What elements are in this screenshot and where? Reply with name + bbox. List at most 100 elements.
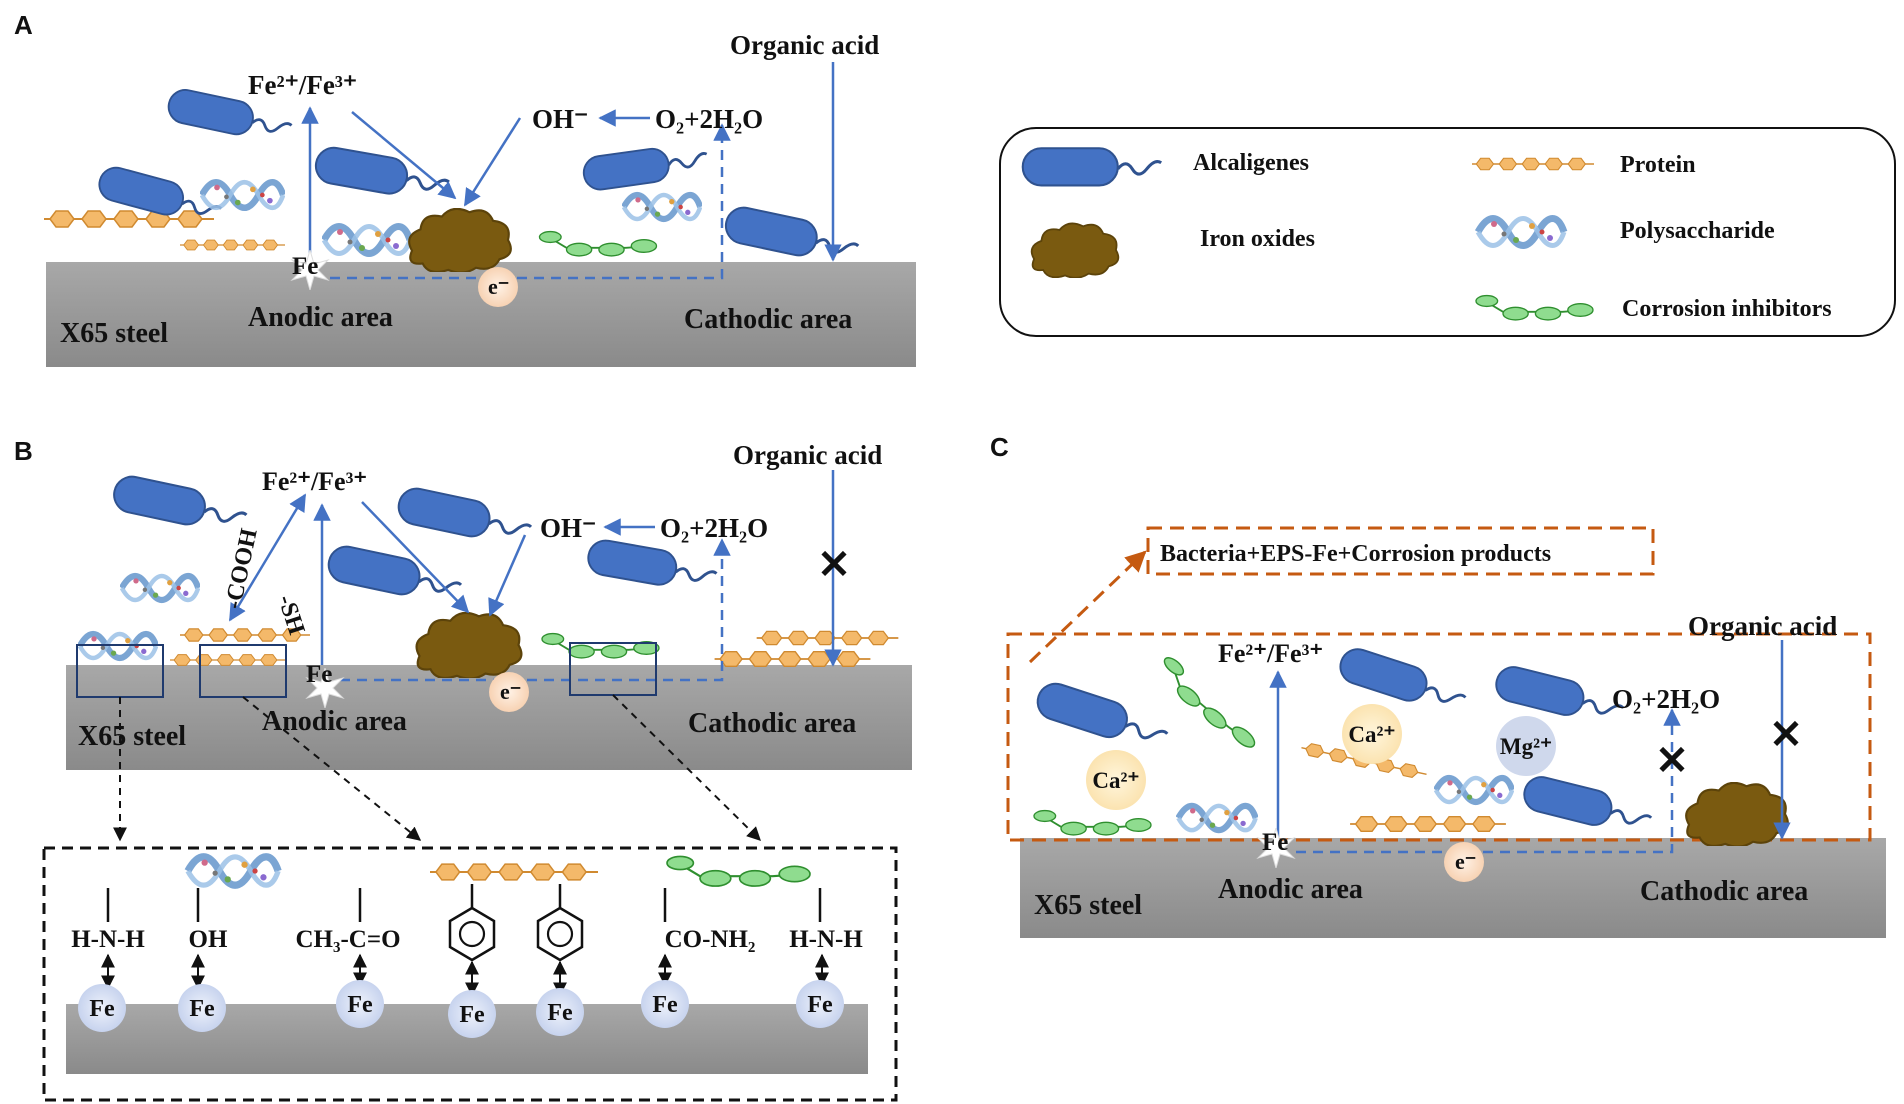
iron-oxide-c <box>1684 782 1790 846</box>
inhibitor-c1 <box>1151 653 1265 755</box>
o2-water-label-a: O₂+2H₂O <box>655 104 763 134</box>
block-mark-b: ✕ <box>817 542 851 587</box>
bacterium-b4 <box>584 536 721 596</box>
oh-label-a: OH⁻ <box>532 104 588 134</box>
polysaccharide-c1 <box>1178 806 1255 830</box>
bacterium-b1 <box>109 471 251 538</box>
detail-bonds <box>106 884 822 922</box>
biofilm-caption-box <box>1146 526 1655 576</box>
polysaccharide-a2 <box>324 227 410 254</box>
legend-protein-label: Protein <box>1620 152 1696 178</box>
o2-water-label-c: O₂+2H₂O <box>1612 684 1720 714</box>
iron-ions-label-c: Fe²⁺/Fe³⁺ <box>1218 639 1323 668</box>
polysaccharide-a1 <box>202 182 283 208</box>
electron-path-a <box>330 123 731 280</box>
calcium-label-c1: Ca²⁺ <box>1092 768 1139 793</box>
detail-fe-1: Fe <box>89 996 115 1022</box>
polysaccharide-b1 <box>122 576 198 600</box>
protein-b3 <box>713 650 872 668</box>
bacterium-c4 <box>1519 771 1656 840</box>
detail-fe-2: Fe <box>189 996 215 1022</box>
polysaccharide-c2 <box>1436 778 1512 802</box>
protein-b4 <box>755 630 900 646</box>
bacterium-a5 <box>721 202 863 269</box>
o2-water-label-b: O₂+2H₂O <box>660 513 768 543</box>
calcium-ion-c2 <box>1342 704 1402 764</box>
fe-label-a: Fe <box>292 253 318 280</box>
electron-label-b: e⁻ <box>500 679 521 704</box>
bacterium-a3 <box>311 143 453 206</box>
adsorption-detail: H-N-H OH CH₃-C=O CO-NH₂ H-N-H Fe Fe Fe F… <box>42 846 898 1102</box>
arrow-a-oh-oxide <box>463 117 522 207</box>
detail-fe-4: Fe <box>459 1002 485 1028</box>
anodic-label-b: Anodic area <box>262 706 407 737</box>
arrow-b-ions-oxide <box>361 501 470 614</box>
organic-acid-label-b: Organic acid <box>733 440 882 470</box>
detail-group-1: H-N-H <box>71 926 145 953</box>
fe-label-c: Fe <box>1262 829 1288 856</box>
electron-label-c: e⁻ <box>1455 849 1476 874</box>
electron-bubble-b <box>489 672 529 712</box>
cathodic-label-c: Cathodic area <box>1640 876 1808 907</box>
organic-acid-label-c: Organic acid <box>1688 611 1837 641</box>
cooh-label: -COOH <box>220 526 262 611</box>
panel-c-label: C <box>990 432 1009 462</box>
bacterium-a4 <box>580 139 711 194</box>
organic-acid-label-a: Organic acid <box>730 30 879 60</box>
protein-b1 <box>170 653 285 667</box>
bacterium-b2 <box>393 483 536 550</box>
electron-bubble-a <box>478 267 518 307</box>
legend: Alcaligenes Iron oxides Protein Polysacc… <box>999 127 1896 337</box>
electron-path-c <box>1296 708 1681 854</box>
iron-oxide-b <box>415 612 523 678</box>
inhibitor-a <box>538 230 658 257</box>
inhibitor-c2 <box>1032 809 1153 836</box>
iron-oxide-a <box>408 208 512 272</box>
legend-alcaligenes-label: Alcaligenes <box>1193 150 1309 176</box>
biofilm-callout-arrow <box>1028 550 1147 664</box>
sh-label: -SH <box>272 592 309 638</box>
calcium-ion-c1 <box>1086 750 1146 810</box>
panel-a-label: A <box>14 10 33 40</box>
magnesium-label-c: Mg²⁺ <box>1500 734 1552 759</box>
detail-fe-5: Fe <box>547 1000 573 1026</box>
steel-label-a: X65 steel <box>60 318 168 349</box>
iron-ions-label-a: Fe²⁺/Fe³⁺ <box>248 70 357 100</box>
electron-bubble-c <box>1444 842 1484 882</box>
biofilm-caption: Bacteria+EPS-Fe+Corrosion products <box>1160 541 1551 567</box>
bacterium-c1 <box>1031 677 1174 757</box>
magnesium-ion-c <box>1496 716 1556 776</box>
protein-c2 <box>1348 815 1508 833</box>
legend-frame <box>999 127 1896 337</box>
detail-fe-3: Fe <box>347 992 373 1018</box>
electron-label-a: e⁻ <box>488 274 509 299</box>
arrow-b-oh-oxide <box>488 534 527 617</box>
arrow-a-ions-oxide <box>351 111 457 200</box>
detail-group-4: CO-NH₂ <box>665 926 756 953</box>
panel-c: C Bacteria+EPS-Fe+Corrosion products Ca²… <box>990 432 1886 938</box>
iron-ions-label-b: Fe²⁺/Fe³⁺ <box>262 467 367 496</box>
legend-protein-icon <box>1472 157 1594 171</box>
detail-group-2: OH <box>189 926 228 953</box>
steel-label-c: X65 steel <box>1034 890 1142 921</box>
inhibitor-b <box>541 632 660 659</box>
protein-a2 <box>180 239 285 251</box>
legend-inhibitors-label: Corrosion inhibitors <box>1622 296 1832 322</box>
anodic-label-c: Anodic area <box>1218 874 1363 905</box>
panel-b: B ✕ Fe²⁺/Fe³⁺ Organic acid OH⁻ O <box>14 436 912 842</box>
polysaccharide-a3 <box>624 195 700 219</box>
anodic-label-a: Anodic area <box>248 302 393 333</box>
benzene-ring-1 <box>448 906 496 962</box>
detail-fe-atoms <box>78 980 844 1038</box>
block-mark-c2: ✕ <box>1655 738 1689 783</box>
benzene-ring-2 <box>536 906 584 962</box>
bacterium-c3 <box>1491 661 1628 730</box>
biofilm-frame <box>1006 632 1872 842</box>
zoom-link-3 <box>612 694 761 841</box>
oh-label-b: OH⁻ <box>540 513 596 543</box>
detail-protein <box>430 862 598 882</box>
bacterium-b3 <box>323 541 466 608</box>
detail-double-arrows <box>101 953 829 997</box>
detail-group-3: CH₃-C=O <box>295 926 400 953</box>
cathodic-label-a: Cathodic area <box>684 304 852 335</box>
